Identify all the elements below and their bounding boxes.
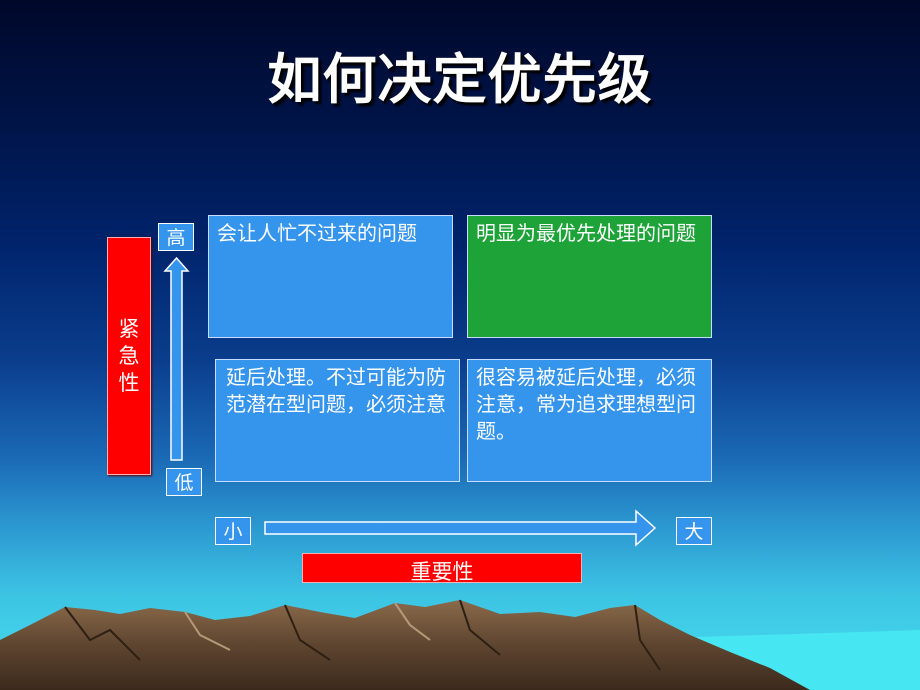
quadrant-top-left: 会让人忙不过来的问题 [208,215,453,338]
importance-high-label: 大 [676,517,712,545]
urgency-arrow-icon [163,256,190,461]
urgency-low-label: 低 [166,468,202,496]
importance-low-label: 小 [215,517,251,545]
mountain-range [0,600,810,690]
quadrant-top-right: 明显为最优先处理的问题 [467,215,712,338]
urgency-high-label: 高 [158,223,194,251]
quadrant-bottom-left: 延后处理。不过可能为防范潜在型问题，必须注意 [215,359,460,482]
quadrant-bottom-right: 很容易被延后处理，必须注意，常为追求理想型问题。 [467,359,712,482]
importance-arrow-icon [264,509,657,547]
importance-axis-label: 重要性 [302,553,582,583]
slide-title: 如何决定优先级 [267,48,653,111]
urgency-axis-label: 紧急性 [107,237,151,475]
urgency-label-text: 紧急性 [118,316,140,395]
